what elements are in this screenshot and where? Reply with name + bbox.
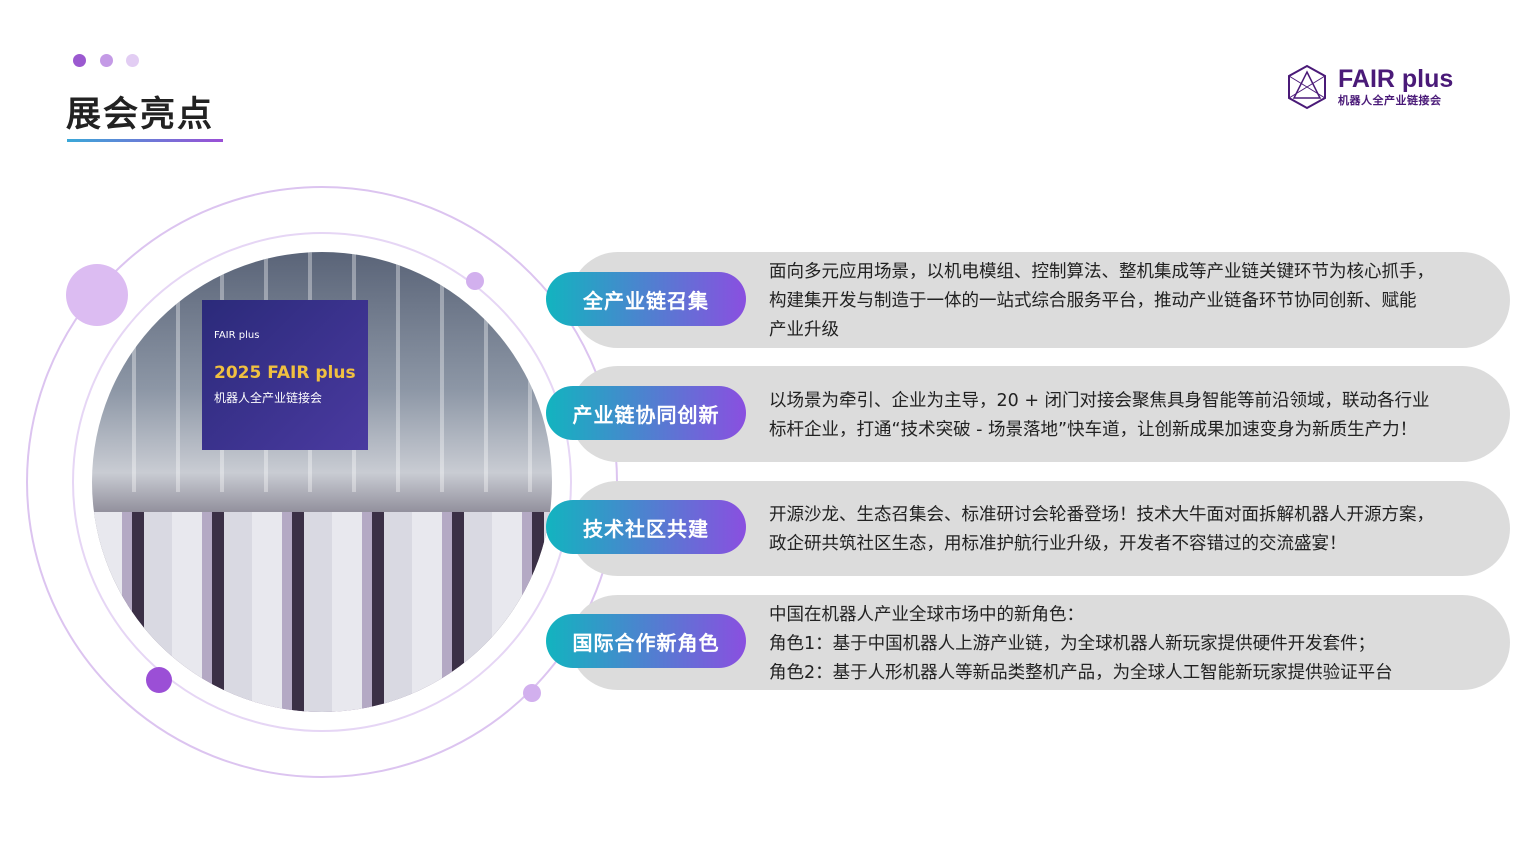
expo-photo: FAIR plus 2025 FAIR plus 机器人全产业链接会 <box>92 252 552 712</box>
decor-dot <box>100 54 113 67</box>
highlight-description: 面向多元应用场景，以机电模组、控制算法、整机集成等产业链关键环节为核心抓手，构建… <box>769 262 1434 340</box>
decor-dot <box>73 54 86 67</box>
photo-banner: FAIR plus 2025 FAIR plus 机器人全产业链接会 <box>202 300 368 450</box>
decor-circle <box>466 272 484 290</box>
logo-name: FAIR plus <box>1338 65 1454 93</box>
decor-circle <box>523 684 541 702</box>
page-title: 展会亮点 <box>66 95 215 135</box>
logo-icon <box>1288 64 1326 110</box>
highlight-description: 中国在机器人产业全球市场中的新角色：角色1：基于中国机器人上游产业链，为全球机器… <box>769 605 1393 683</box>
decor-circle <box>146 667 172 693</box>
highlight-label: 全产业链召集 <box>546 272 746 326</box>
logo: FAIR plus 机器人全产业链接会 <box>1286 64 1453 110</box>
highlight-description: 开源沙龙、生态召集会、标准研讨会轮番登场！技术大牛面对面拆解机器人开源方案，政企… <box>769 505 1434 554</box>
inner-ring <box>72 232 572 732</box>
highlight-label: 技术社区共建 <box>546 500 746 554</box>
highlight-label: 国际合作新角色 <box>546 614 746 668</box>
decor-circle <box>66 264 128 326</box>
highlight-label: 产业链协同创新 <box>546 386 746 440</box>
logo-subtitle: 机器人全产业链接会 <box>1338 94 1442 107</box>
highlight-description: 以场景为牵引、企业为主导，20 + 闭门对接会聚焦具身智能等前沿领域，联动各行业… <box>769 391 1430 440</box>
title-underline <box>67 139 223 142</box>
decor-dot <box>126 54 139 67</box>
